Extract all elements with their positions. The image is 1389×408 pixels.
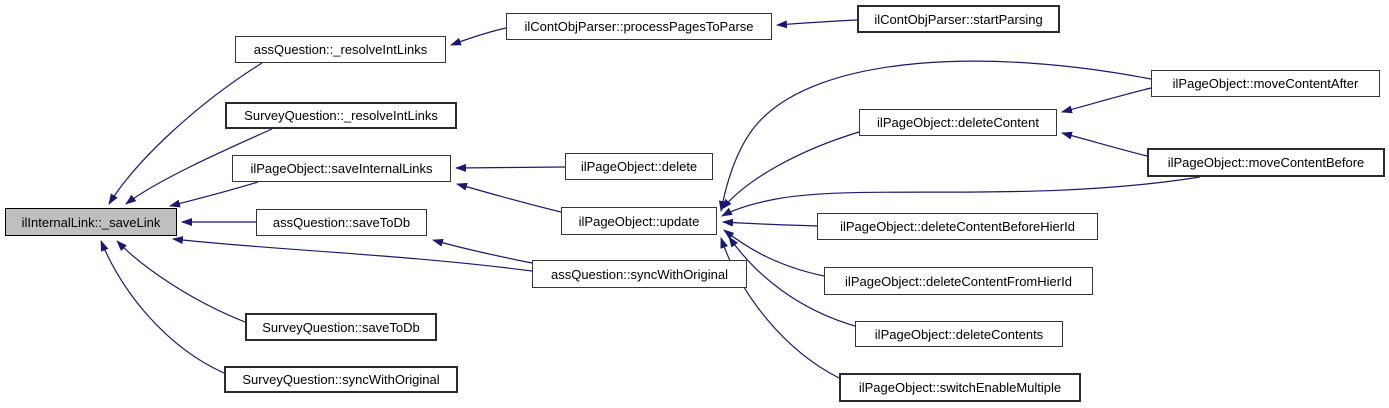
edge-assSync-to-saveLink <box>172 236 533 272</box>
edge-deleteContent-to-pageUpdate <box>721 131 860 210</box>
edge-processPages-to-assResolve <box>450 27 507 46</box>
node-startParsing: ilContObjParser::startParsing <box>857 5 1060 33</box>
edge-moveBefore-to-pageUpdate <box>721 176 1201 217</box>
node-pageUpdate[interactable]: ilPageObject::update <box>561 207 717 235</box>
edge-moveBefore-to-deleteContent <box>1061 131 1148 157</box>
node-deleteContent[interactable]: ilPageObject::deleteContent <box>859 109 1057 136</box>
node-pageDelete[interactable]: ilPageObject::delete <box>565 153 713 180</box>
edge-pageUpdate-to-saveIntLinks <box>456 182 562 213</box>
node-delContents[interactable]: ilPageObject::deleteContents <box>855 321 1063 347</box>
node-switchEnable: ilPageObject::switchEnableMultiple <box>839 373 1081 402</box>
edge-survSync-to-saveLink <box>100 240 225 374</box>
node-delFromHier[interactable]: ilPageObject::deleteContentFromHierId <box>824 267 1093 295</box>
node-processPages[interactable]: ilContObjParser::processPagesToParse <box>506 13 772 40</box>
edge-survSaveToDb-to-saveLink <box>116 240 246 323</box>
edge-saveIntLinks-to-saveLink <box>169 181 259 208</box>
node-saveLink: ilInternalLink::_saveLink <box>5 208 177 236</box>
edges-group <box>100 19 1201 379</box>
node-moveAfter[interactable]: ilPageObject::moveContentAfter <box>1151 70 1380 97</box>
node-assSync[interactable]: assQuestion::syncWithOriginal <box>532 260 747 288</box>
edge-moveAfter-to-deleteContent <box>1061 87 1152 114</box>
edge-moveAfter-to-pageUpdate <box>718 60 1152 212</box>
node-survSaveToDb: SurveyQuestion::saveToDb <box>245 313 437 341</box>
edge-assSync-to-assSaveToDb <box>432 238 533 264</box>
edge-delBeforeHier-to-pageUpdate <box>722 218 818 227</box>
edge-startParsing-to-processPages <box>776 19 858 29</box>
edge-pageDelete-to-saveIntLinks <box>455 163 566 172</box>
node-survSync: SurveyQuestion::syncWithOriginal <box>224 366 458 393</box>
node-assResolve[interactable]: assQuestion::_resolveIntLinks <box>235 36 446 63</box>
edge-survResolve-to-saveLink <box>125 128 273 205</box>
edge-switchEnable-to-pageUpdate <box>720 237 840 379</box>
node-delBeforeHier[interactable]: ilPageObject::deleteContentBeforeHierId <box>817 213 1098 240</box>
edge-assResolve-to-saveLink <box>108 62 263 205</box>
node-moveBefore: ilPageObject::moveContentBefore <box>1147 148 1385 177</box>
node-saveIntLinks[interactable]: ilPageObject::saveInternalLinks <box>232 155 451 182</box>
edge-delContents-to-pageUpdate <box>728 236 856 327</box>
node-survResolve: SurveyQuestion::_resolveIntLinks <box>225 102 457 129</box>
node-assSaveToDb[interactable]: assQuestion::saveToDb <box>256 209 427 236</box>
